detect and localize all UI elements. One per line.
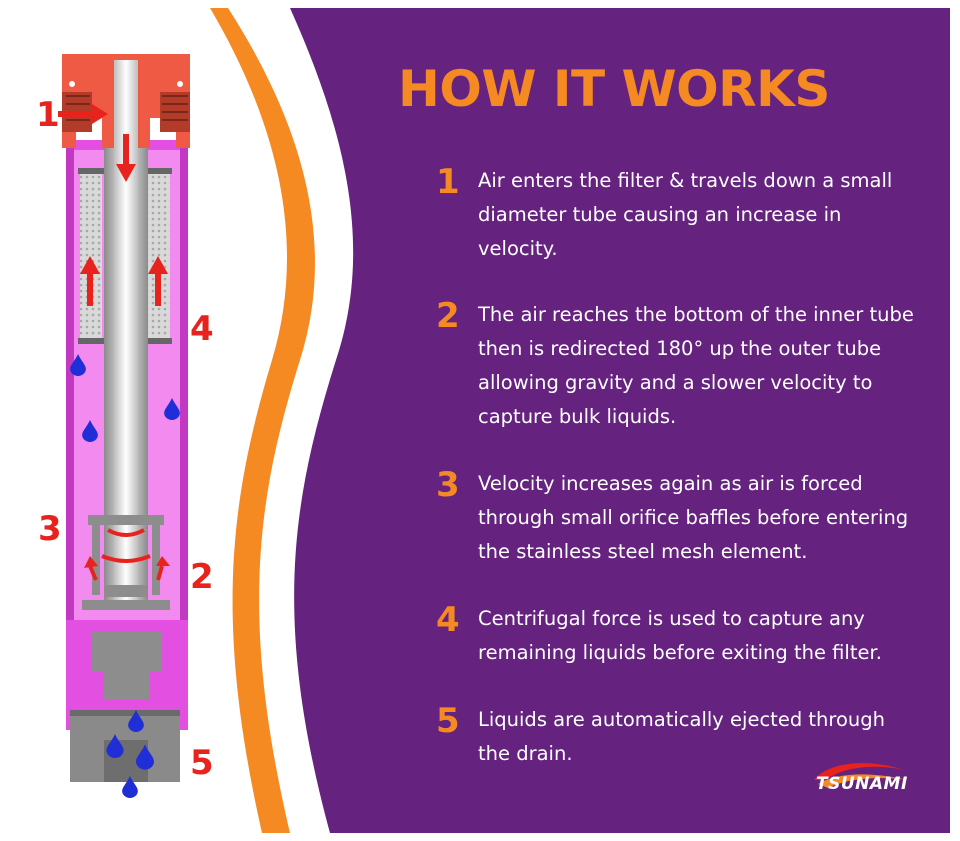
wave-white xyxy=(230,8,354,833)
step-text: Centrifugal force is used to capture any… xyxy=(478,607,882,664)
filter-cutaway xyxy=(62,54,190,782)
flow-arrows xyxy=(58,104,170,581)
callout-1: 1 xyxy=(36,95,60,135)
wave-logo-icon xyxy=(814,763,908,788)
tsunami-logo: TSUNAMI xyxy=(808,758,918,806)
wave-orange xyxy=(210,8,315,833)
step-text: Air enters the filter & travels down a s… xyxy=(478,169,893,260)
step-text: Velocity increases again as air is force… xyxy=(478,472,909,563)
step-number: 3 xyxy=(436,465,460,505)
step-number: 5 xyxy=(436,701,460,741)
callout-4: 4 xyxy=(190,309,214,349)
step-number: 1 xyxy=(436,162,460,202)
step-text: The air reaches the bottom of the inner … xyxy=(478,303,914,428)
callout-5: 5 xyxy=(190,743,214,783)
callout-3: 3 xyxy=(38,509,62,549)
step-number: 2 xyxy=(436,296,460,336)
logo-text: TSUNAMI xyxy=(816,774,908,794)
step-text: Liquids are automatically ejected throug… xyxy=(478,708,886,765)
step-number: 4 xyxy=(436,600,460,640)
page-title: HOW IT WORKS xyxy=(398,60,830,118)
info-panel xyxy=(290,8,950,833)
callout-2: 2 xyxy=(190,557,214,597)
